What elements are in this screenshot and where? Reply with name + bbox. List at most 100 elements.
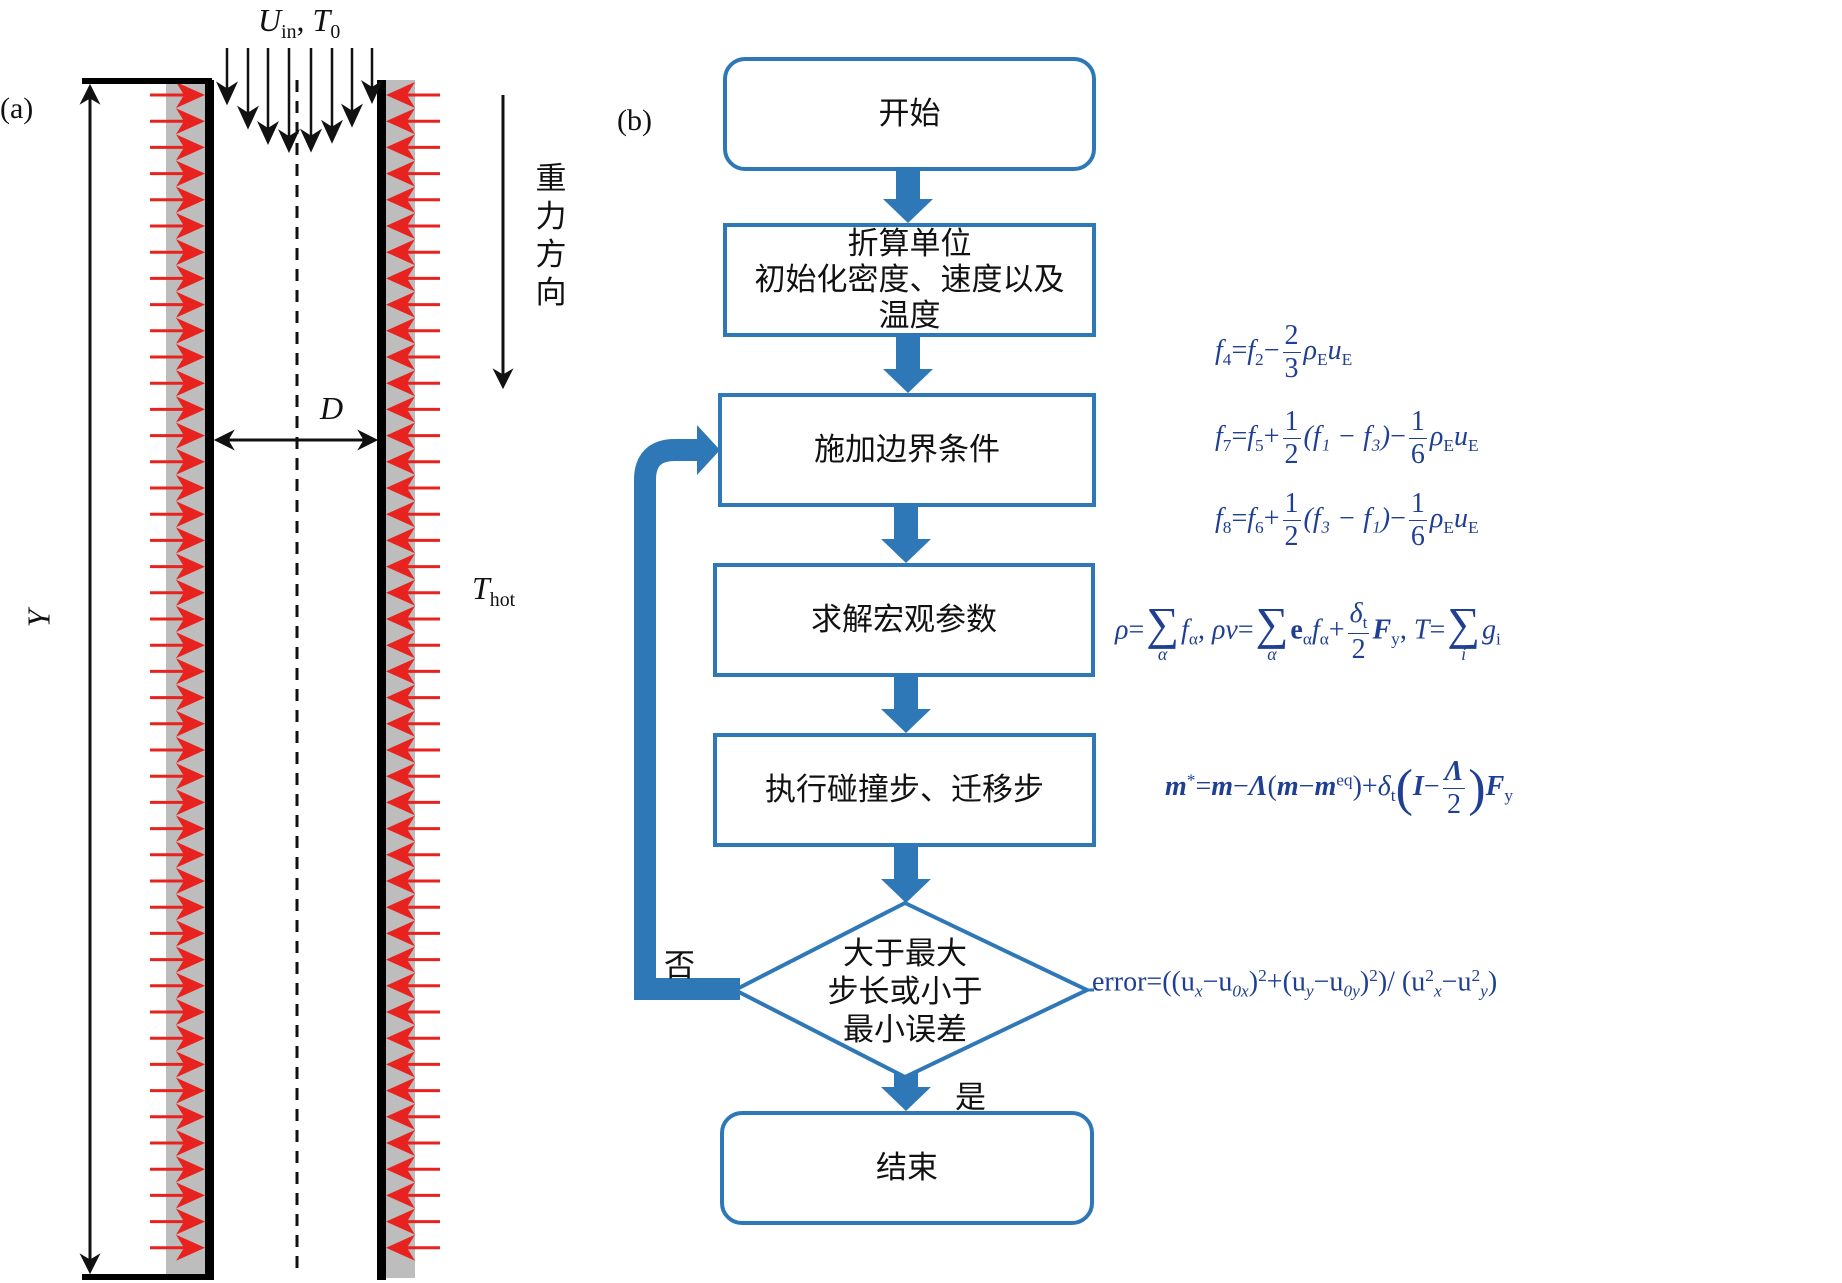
flow-arrow-shaft (896, 337, 920, 371)
eq-symbol: f (1247, 502, 1256, 534)
heat-arrowhead (386, 422, 415, 449)
flow-arrowhead (883, 369, 933, 393)
flow-arrow-shaft (894, 847, 918, 881)
eq-symbol: f (1181, 614, 1189, 646)
eq-group: (f₃ − f₁) (1303, 502, 1391, 534)
heat-arrowhead (386, 448, 415, 475)
inlet-velocity-symbol: U (258, 2, 282, 38)
heat-arrowhead (176, 606, 205, 632)
eq-sub: E (1467, 435, 1479, 455)
decision-diamond (730, 900, 1092, 1080)
heat-arrowhead (176, 684, 205, 711)
heat-arrowhead (176, 422, 205, 449)
width-label: D (320, 390, 344, 426)
heat-flux-right (386, 82, 440, 1261)
heat-arrowhead (386, 82, 415, 108)
eq-symbol: g (1482, 614, 1497, 646)
eq-sub: i (1496, 629, 1501, 649)
sum-symbol: ∑α (1146, 598, 1180, 665)
inlet-label: Uin, T0 (258, 2, 340, 44)
heat-arrowhead (386, 1234, 415, 1261)
heat-arrowhead (386, 815, 415, 842)
heat-arrowhead (386, 789, 415, 816)
macro-node: 求解宏观参数 (713, 563, 1095, 677)
inlet-arrowhead (216, 81, 238, 106)
heat-arrowhead (176, 763, 205, 790)
heat-arrowhead (386, 527, 415, 554)
eq-sup: * (1186, 770, 1196, 790)
decision-line-3: 最小误差 (843, 1012, 967, 1048)
heat-arrowhead (386, 186, 415, 213)
eq-operator: + (1263, 502, 1280, 534)
decision-line-2: 步长或小于 (827, 974, 983, 1010)
collision-node: 执行碰撞步、迁移步 (713, 733, 1096, 847)
panel-a-label: (a) (0, 92, 34, 125)
branch-yes-label: 是 (955, 1080, 986, 1116)
init-line-3: 温度 (878, 298, 941, 334)
wall-temp-subscript: hot (489, 588, 516, 611)
flow-arrowhead (881, 1087, 931, 1111)
flow-arrows (881, 171, 933, 1111)
heat-arrowhead (176, 501, 205, 528)
heat-arrowhead (386, 710, 415, 737)
eq-symbol: m (1165, 770, 1187, 802)
init-line-2: 初始化密度、速度以及 (754, 262, 1065, 298)
eq-symbol: ρ (1115, 614, 1129, 646)
init-node: 折算单位 初始化密度、速度以及 温度 (723, 223, 1096, 337)
heat-arrowhead (386, 501, 415, 528)
heat-arrowhead (176, 396, 205, 423)
wall-temp-symbol: T (472, 570, 490, 606)
heat-arrowhead (386, 606, 415, 632)
inlet-arrowhead (321, 119, 343, 144)
eq-symbol: u (1453, 502, 1468, 534)
eq-symbol: u (1453, 420, 1468, 452)
heat-arrowhead (176, 213, 205, 239)
eq-sub: 5 (1255, 435, 1264, 455)
heat-arrowhead (386, 134, 415, 161)
heat-arrowhead (386, 396, 415, 423)
gravity-char: 重 (535, 161, 567, 197)
heat-arrowhead (176, 317, 205, 344)
eq-symbol: f (1247, 334, 1256, 366)
eq-symbol: m (1211, 770, 1234, 802)
error-eq: error=((ux−u0x)2+(uy−u0y)2)/ (u2x−u2y) (1092, 966, 1498, 1001)
eq-symbol: u (1327, 334, 1342, 366)
heat-arrowhead (176, 291, 205, 318)
heat-arrowhead (176, 265, 205, 292)
heat-arrowhead (386, 920, 415, 947)
heat-arrowhead (386, 894, 415, 921)
heat-arrowhead (386, 841, 415, 868)
end-node: 结束 (720, 1111, 1094, 1225)
heat-arrowhead (386, 946, 415, 973)
sum-symbol: ∑α (1255, 598, 1289, 665)
feedback-loop-arrow (634, 439, 740, 1000)
heat-arrowhead (386, 999, 415, 1025)
inlet-arrowhead (278, 129, 300, 154)
heat-arrowhead (386, 344, 415, 370)
eq-symbol: f (1215, 334, 1223, 366)
left-wall (205, 80, 214, 1280)
eq-symbol: m (1276, 770, 1299, 802)
heat-arrowhead (386, 317, 415, 344)
heat-arrowhead (176, 868, 205, 894)
eq-symbol: T (1413, 614, 1430, 646)
eq-symbol: m (1314, 770, 1337, 802)
flow-arrow-shaft (894, 1073, 918, 1089)
eq-operator: + (1263, 420, 1280, 452)
heat-arrowhead (176, 1051, 205, 1078)
right-wall (377, 80, 386, 1280)
heat-arrowhead (176, 894, 205, 921)
heat-arrowhead (386, 1156, 415, 1183)
heat-arrowhead (176, 710, 205, 737)
eq-symbol: ρ (1429, 420, 1444, 452)
heat-arrowhead (386, 1208, 415, 1235)
heat-arrowhead (176, 1077, 205, 1104)
heat-arrowhead (176, 475, 205, 501)
